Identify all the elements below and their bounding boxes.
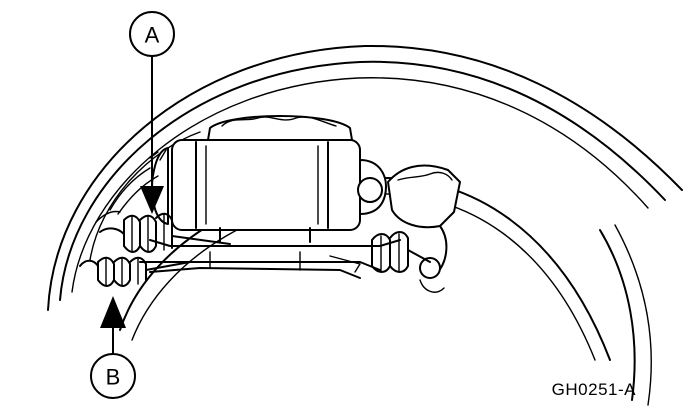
callout-b-circle (90, 353, 136, 399)
callout-a: A (129, 11, 175, 214)
anchor-pin (387, 164, 461, 293)
callout-a-label: A (145, 23, 160, 48)
lower-spring (79, 256, 191, 287)
figure-code: GH0251-A (551, 380, 636, 399)
callout-b-arrowhead (100, 296, 126, 328)
backing-plate (47, 44, 683, 406)
left-detail (95, 149, 167, 223)
callout-b-label: B (106, 365, 121, 390)
shoe-web (139, 239, 401, 279)
callout-a-arrowhead (140, 186, 164, 214)
wheel-cylinder (151, 115, 387, 243)
callout-b: B (90, 296, 136, 399)
upper-return-spring (99, 212, 231, 253)
right-spring (371, 231, 431, 273)
